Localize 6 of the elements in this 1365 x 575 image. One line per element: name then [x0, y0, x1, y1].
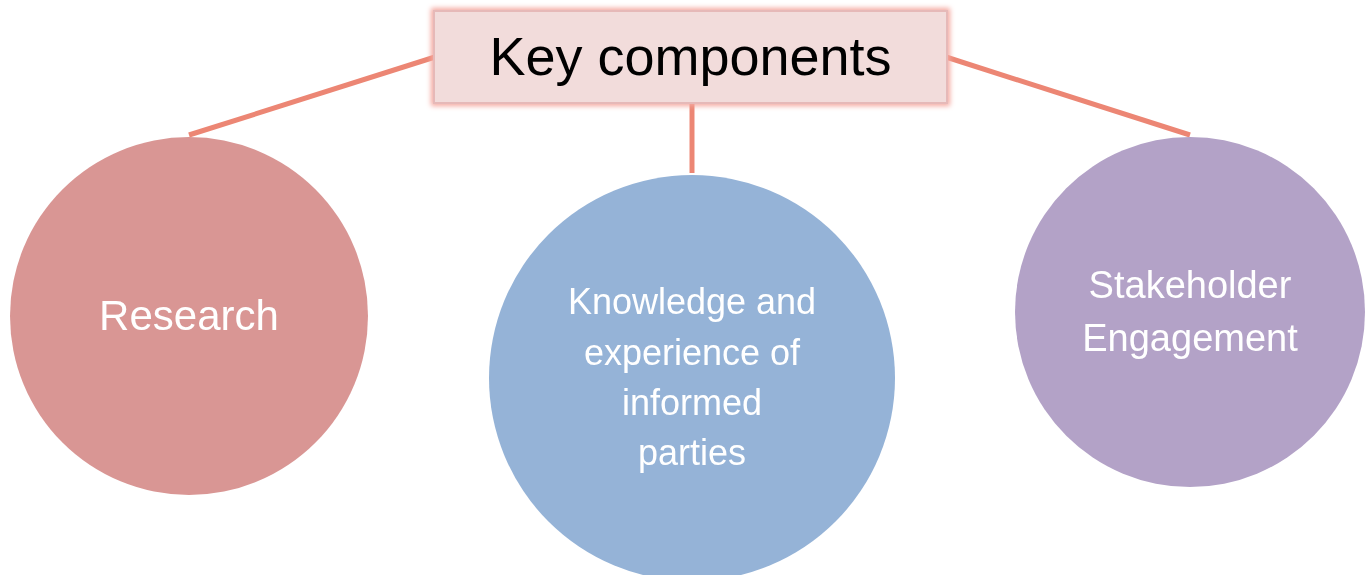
topic-label: Knowledge and experience of informed parties	[567, 280, 817, 476]
topic-label: Stakeholder Engagement	[1081, 262, 1299, 361]
connector-line	[689, 104, 695, 173]
topic-label: Research	[99, 290, 279, 341]
heading-text: Key components	[489, 25, 892, 89]
heading-box	[433, 10, 948, 104]
